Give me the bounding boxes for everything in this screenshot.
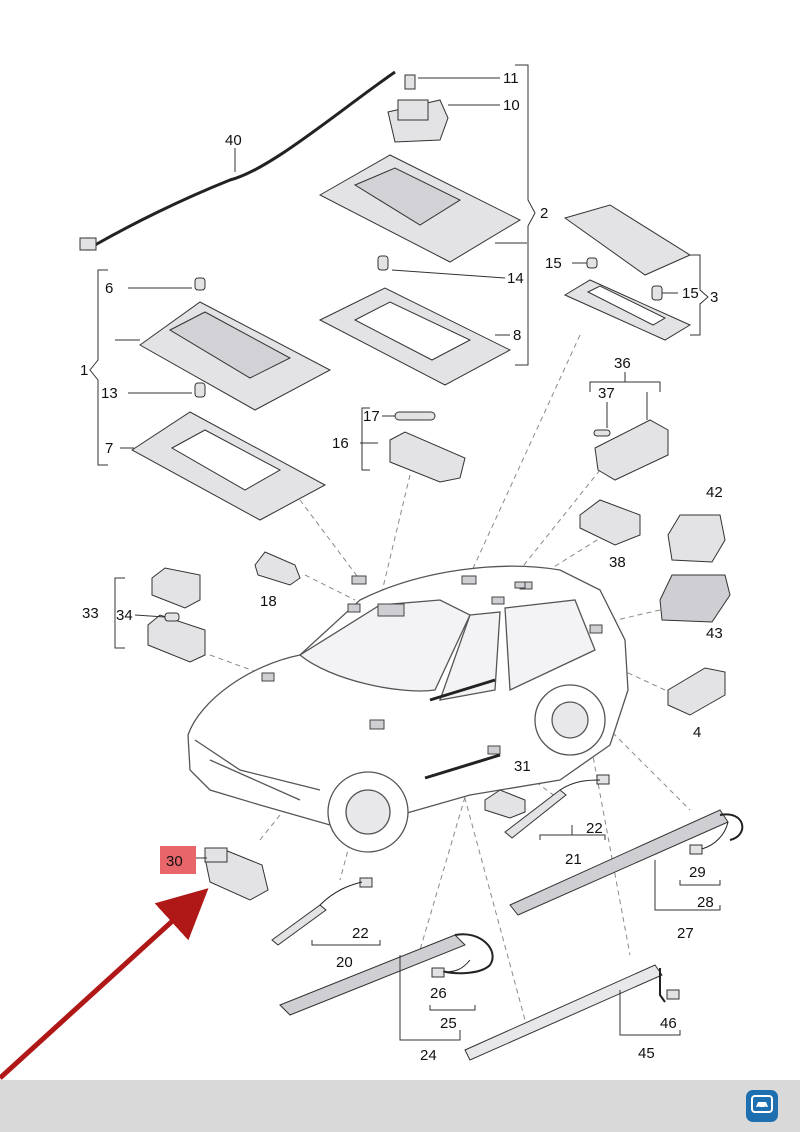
label-20: 20 (336, 954, 353, 971)
part-45-sill (464, 964, 663, 1061)
car-badge-icon[interactable] (746, 1090, 778, 1122)
label-10: 10 (503, 97, 520, 114)
pointer-arrow (0, 888, 209, 1080)
label-43: 43 (706, 625, 723, 642)
bracket-lines (311, 825, 721, 1041)
part-1-console (139, 301, 332, 411)
label-24: 24 (420, 1047, 437, 1064)
label-46: 46 (660, 1015, 677, 1032)
vehicle-lamp-spots (261, 575, 603, 755)
label-11: 11 (503, 70, 519, 87)
part-40-cable (79, 70, 396, 251)
part-30-lamp (204, 847, 269, 901)
label-28: 28 (697, 894, 714, 911)
label-31: 31 (514, 758, 531, 775)
label-15a: 15 (545, 255, 562, 272)
label-33: 33 (82, 605, 99, 622)
highlight-box-30 (160, 846, 196, 874)
parts-diagram: 11 10 40 2 15 14 6 15 3 8 1 36 13 37 17 … (0, 64, 744, 1080)
part-33-lamp (147, 567, 206, 663)
label-16: 16 (332, 435, 349, 452)
part-36-lamp (593, 419, 669, 481)
label-40: 40 (225, 132, 242, 149)
label-8: 8 (513, 327, 521, 344)
part-10-switch (387, 74, 449, 143)
label-26: 26 (430, 985, 447, 1002)
label-36: 36 (614, 355, 631, 372)
label-38: 38 (609, 554, 626, 571)
part-7-frame (131, 411, 327, 521)
label-42: 42 (706, 484, 723, 501)
label-22b: 22 (352, 925, 369, 942)
label-25: 25 (440, 1015, 457, 1032)
label-2: 2 (540, 205, 548, 222)
label-27: 27 (677, 925, 694, 942)
footer-bar (0, 1080, 800, 1132)
part-16-lamp (389, 411, 466, 483)
label-22a: 22 (586, 820, 603, 837)
vehicle-outline (187, 565, 629, 853)
label-17: 17 (363, 408, 380, 425)
part-4-lamp (667, 667, 726, 716)
label-30: 30 (166, 853, 183, 870)
part-2-console (318, 154, 522, 263)
label-18: 18 (260, 593, 277, 610)
label-34: 34 (116, 607, 133, 624)
part-38-lamp (579, 499, 641, 546)
label-29: 29 (689, 864, 706, 881)
part-3-module (563, 204, 692, 341)
label-37: 37 (598, 385, 615, 402)
part-8-frame (318, 287, 512, 386)
label-13: 13 (101, 385, 118, 402)
label-6: 6 (105, 280, 113, 297)
label-4: 4 (693, 724, 701, 741)
label-15b: 15 (682, 285, 699, 302)
part-14-bulb (377, 255, 389, 271)
part-42-cover (667, 514, 726, 563)
part-labels: 11 10 40 2 15 14 6 15 3 8 1 36 13 37 17 … (80, 70, 723, 1064)
connectors (271, 774, 703, 1000)
label-1: 1 (80, 362, 88, 379)
part-18-lamp (254, 551, 301, 586)
label-3: 3 (710, 289, 718, 306)
part-43-housing (659, 574, 731, 623)
label-14: 14 (507, 270, 524, 287)
part-27-sill (509, 809, 729, 916)
label-45: 45 (638, 1045, 655, 1062)
leader-lines (209, 334, 691, 1021)
label-7: 7 (105, 440, 113, 457)
label-21: 21 (565, 851, 582, 868)
part-24-sill (279, 934, 466, 1016)
